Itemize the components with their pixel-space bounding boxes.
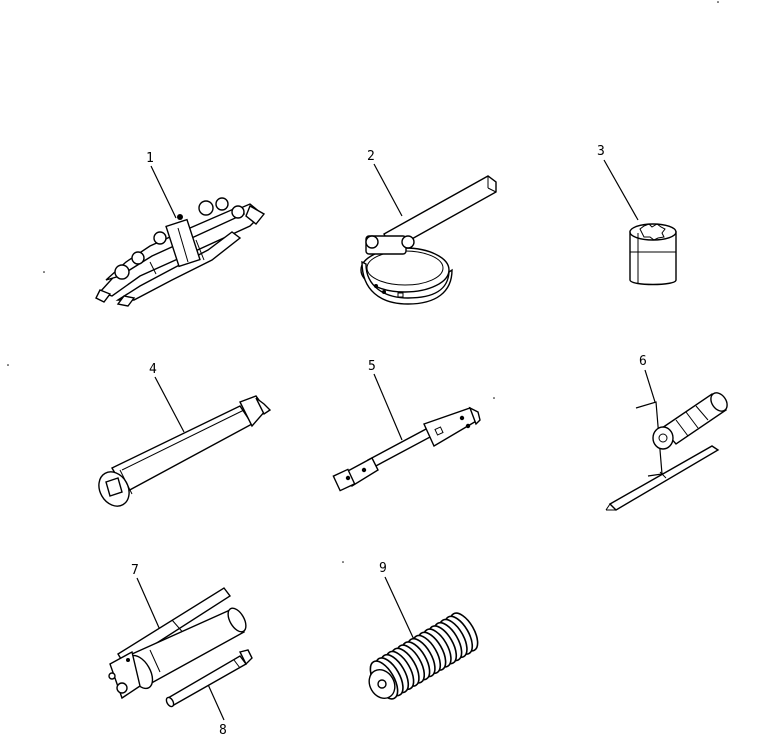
leader-line-6 [644,369,656,403]
callout-4-label: 4 [149,362,157,377]
callout-3-label: 3 [597,144,605,159]
leader-line-5 [373,373,403,441]
item-5-universal-joint: 5 [332,359,481,492]
item-2-filter-wrench: 2 [360,149,497,305]
leader-line-8 [205,679,225,721]
leader-line-1 [150,165,177,219]
leader-line-7 [136,577,161,631]
callout-6-label: 6 [639,354,647,369]
callout-1-label: 1 [146,151,154,166]
leader-line-9 [384,576,417,645]
callout-2-label: 2 [367,149,375,164]
leader-line-2 [373,163,403,217]
item-8-nozzle-extension: 8 [165,649,253,735]
callout-9-label: 9 [379,561,387,576]
leader-line-3 [603,159,639,221]
callout-5-label: 5 [368,359,376,374]
item-7-grease-gun: 7 [108,563,247,700]
item-1-wrench-set: 1 [95,151,266,307]
callout-7-label: 7 [131,563,139,578]
item-9-coil-spring: 9 [368,561,479,700]
item-6-screwdriver: 6 [605,354,728,511]
leader-line-4 [154,376,185,433]
item-4-extension-bar: 4 [98,362,272,507]
item-3-socket: 3 [597,144,677,286]
callout-8-label: 8 [219,723,227,735]
